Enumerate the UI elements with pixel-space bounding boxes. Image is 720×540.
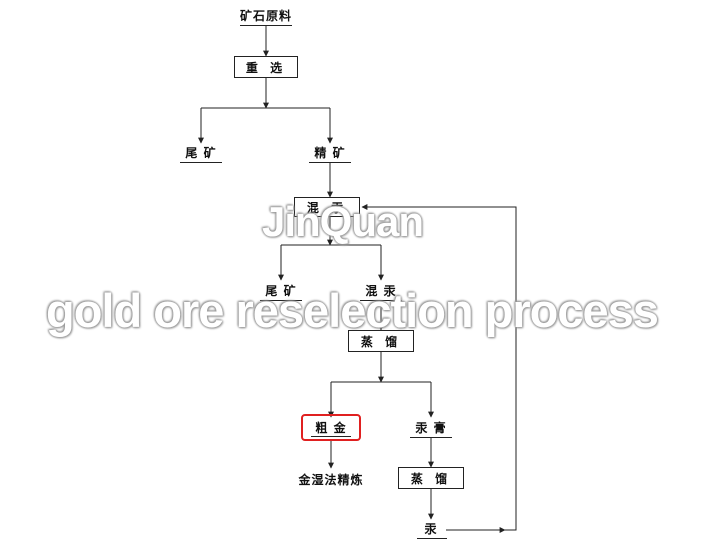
node-distillation-1: 蒸 馏 [348, 330, 414, 352]
underline-ore-raw [240, 25, 292, 26]
node-distillation-2-label: 蒸 馏 [410, 471, 452, 486]
node-gravity-separation-label: 重 选 [245, 60, 287, 75]
node-amalgamation-label: 混 汞 [306, 200, 348, 215]
underline-tailings-2 [260, 300, 302, 301]
node-concentrate: 精 矿 [314, 146, 346, 160]
underline-crude-gold [311, 436, 351, 437]
node-tailings-1: 尾 矿 [185, 146, 217, 160]
node-amalgamation: 混 汞 [294, 197, 360, 217]
node-mercury-paste: 汞 膏 [415, 421, 447, 435]
node-crude-gold: 粗 金 [315, 421, 347, 435]
node-distillation-1-label: 蒸 馏 [360, 334, 402, 349]
underline-mercury-paste [410, 437, 452, 438]
highlight-crude-gold [301, 414, 361, 441]
node-distillation-2: 蒸 馏 [398, 467, 464, 489]
watermark-caption: gold ore reselection process [46, 284, 659, 337]
underline-amalgam [360, 300, 402, 301]
node-ore-raw: 矿石原料 [239, 9, 293, 23]
node-gravity-separation: 重 选 [234, 56, 298, 78]
underline-mercury [417, 538, 447, 539]
node-gold-refining: 金湿法精炼 [298, 473, 364, 487]
node-amalgam: 混 汞 [365, 284, 397, 298]
node-tailings-2: 尾 矿 [265, 284, 297, 298]
node-mercury: 汞 [424, 522, 438, 536]
recycle-line-return [361, 204, 517, 531]
watermark-brand: JinQuan [262, 198, 424, 245]
underline-tailings-1 [180, 162, 222, 163]
underline-concentrate [309, 162, 351, 163]
